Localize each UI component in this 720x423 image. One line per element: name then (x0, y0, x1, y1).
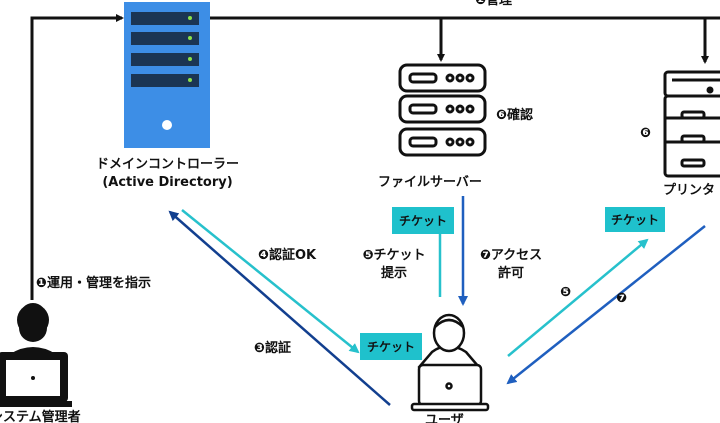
user-label: ユーザ (425, 413, 464, 423)
step-5-line1: ❺チケット (362, 248, 426, 263)
step-7-line2: 許可 (497, 266, 524, 281)
step-5-printer-label: ❺ (560, 285, 572, 300)
step-3-label: ❸認証 (254, 341, 292, 356)
domain-controller-subname: (Active Directory) (102, 175, 233, 190)
admin-person-icon (0, 303, 72, 407)
step-7-line1: ❼アクセス (479, 248, 543, 263)
ticket-user: チケット (360, 333, 422, 360)
ticket-fileserver: チケット (392, 207, 454, 234)
auth-ok-arrow (181, 209, 360, 354)
printer-permit-arrow (506, 225, 706, 385)
step-1-label: ❶運用・管理を指示 (36, 276, 152, 291)
user-person-icon (410, 313, 490, 412)
domain-controller-icon (124, 2, 210, 148)
step-6-label: ❻確認 (496, 108, 534, 123)
step-5-line2: 提示 (380, 266, 407, 281)
step-4-label: ❹認証OK (258, 248, 317, 263)
printer-icon (663, 70, 720, 178)
step-7-label: ❼アクセス 許可 (470, 247, 552, 283)
step-2-label: ❷管理 (475, 0, 513, 8)
file-server-icon (398, 63, 487, 157)
admin-to-dc-line (30, 14, 124, 300)
step-5-label: ❺チケット 提示 (355, 247, 433, 283)
printer-label: プリンタ (663, 183, 716, 198)
domain-controller-label: ドメインコントローラー (Active Directory) (75, 156, 260, 192)
management-lines (30, 14, 720, 300)
admin-label: システム管理者 (0, 410, 81, 423)
step-7-printer-label: ❼ (616, 291, 628, 306)
file-server-label: ファイルサーバー (378, 175, 482, 190)
step-6-printer-label: ❻ (640, 126, 652, 141)
domain-controller-name: ドメインコントローラー (95, 157, 239, 172)
ticket-printer: チケット (605, 207, 665, 232)
printer-ticket-arrow (507, 238, 649, 357)
auth-arrow (168, 210, 391, 406)
auth-arrows (168, 196, 706, 406)
